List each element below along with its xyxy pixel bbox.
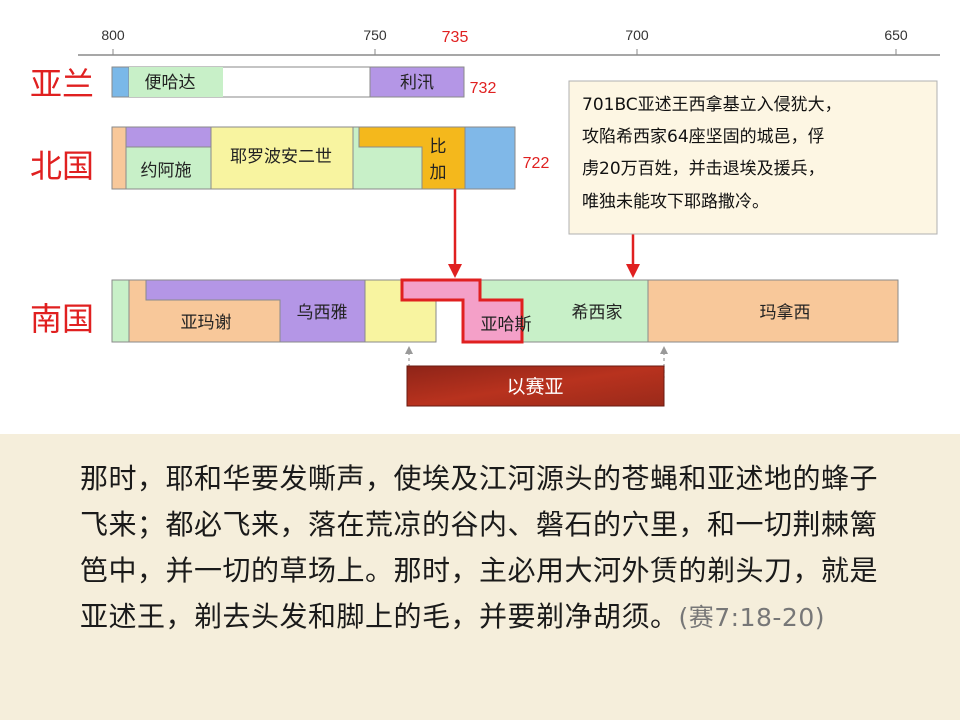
note-line-4: 唯独未能攻下耶路撒冷。: [582, 192, 769, 212]
israel-row: 约阿施 耶罗波安二世 比 加 722: [111, 126, 550, 190]
arrow-735: [448, 189, 462, 278]
isaiah-bar-fill: [406, 365, 665, 407]
israel-segment-blue: [464, 126, 516, 190]
king-benhadad: 便哈达: [145, 73, 196, 93]
king-amaziah: 亚玛谢: [181, 313, 232, 333]
king-hezekiah: 希西家: [572, 303, 623, 323]
israel-segment-jehoash: [125, 146, 212, 190]
israel-segment-jeroboam: [210, 126, 354, 190]
judah-segment-manasseh: [647, 279, 899, 343]
judah-segment-ahaz: [400, 278, 524, 344]
note-line-1: 701BC亚述王西拿基立入侵犹大，: [582, 94, 842, 115]
note-box: 701BC亚述王西拿基立入侵犹大， 攻陷希西家64座坚固的城邑，俘 虏20万百姓…: [568, 80, 938, 235]
prophet-isaiah: 以赛亚: [506, 376, 563, 398]
timeline-diagram: 800 750 700 650 735 亚兰 北国 南国 便哈达 利汛 732 …: [30, 27, 940, 407]
isaiah-start-marker: [405, 346, 413, 378]
kingdom-label-aram: 亚兰: [30, 65, 94, 103]
kingdom-label-israel: 北国: [30, 147, 94, 185]
king-pekah-char2: 加: [430, 163, 447, 183]
king-manasseh: 玛拿西: [760, 302, 811, 323]
israel-end-year: 722: [523, 155, 550, 172]
king-uzziah: 乌西雅: [297, 303, 348, 323]
tick-label-750: 750: [363, 27, 387, 43]
aram-segment-benhadad: [129, 67, 223, 97]
tick-label-650: 650: [884, 27, 908, 43]
aram-end-year: 732: [470, 80, 497, 97]
king-ahaz: 亚哈斯: [481, 315, 532, 335]
judah-segment-green: [111, 279, 130, 343]
king-jehoash: 约阿施: [141, 161, 192, 181]
note-line-3: 虏20万百姓，并击退埃及援兵，: [582, 159, 825, 179]
tick-label-700: 700: [625, 27, 649, 43]
passage-text-block: 那时，耶和华要发嘶声，使埃及江河源头的苍蝇和亚述地的蜂子飞来；都必飞来，落在荒凉…: [80, 456, 900, 641]
passage-body: 那时，耶和华要发嘶声，使埃及江河源头的苍蝇和亚述地的蜂子飞来；都必飞来，落在荒凉…: [80, 462, 879, 633]
kingdom-label-judah: 南国: [30, 300, 94, 338]
isaiah-bar: 以赛亚: [406, 365, 665, 407]
king-jeroboam-ii: 耶罗波安二世: [230, 147, 332, 167]
passage-reference: (赛7:18-20): [678, 603, 825, 632]
arrow-701: [626, 234, 640, 278]
aram-row: 便哈达 利汛 732: [111, 66, 497, 98]
aram-segment-blue: [111, 66, 130, 98]
aram-segment-rezin: [369, 66, 465, 98]
king-pekah-char1: 比: [430, 137, 447, 157]
note-line-2: 攻陷希西家64座坚固的城邑，俘: [582, 127, 825, 147]
scripture-passage: 那时，耶和华要发嘶声，使埃及江河源头的苍蝇和亚述地的蜂子飞来；都必飞来，落在荒凉…: [0, 434, 960, 720]
tick-label-735: 735: [442, 29, 469, 46]
judah-row: 亚玛谢 乌西雅 亚哈斯 希西家 玛拿西: [111, 278, 899, 344]
isaiah-end-marker: [660, 346, 668, 378]
tick-label-800: 800: [101, 27, 125, 43]
king-rezin: 利汛: [400, 73, 434, 93]
israel-segment-peach: [111, 126, 127, 190]
note-box-frame: [568, 80, 938, 235]
